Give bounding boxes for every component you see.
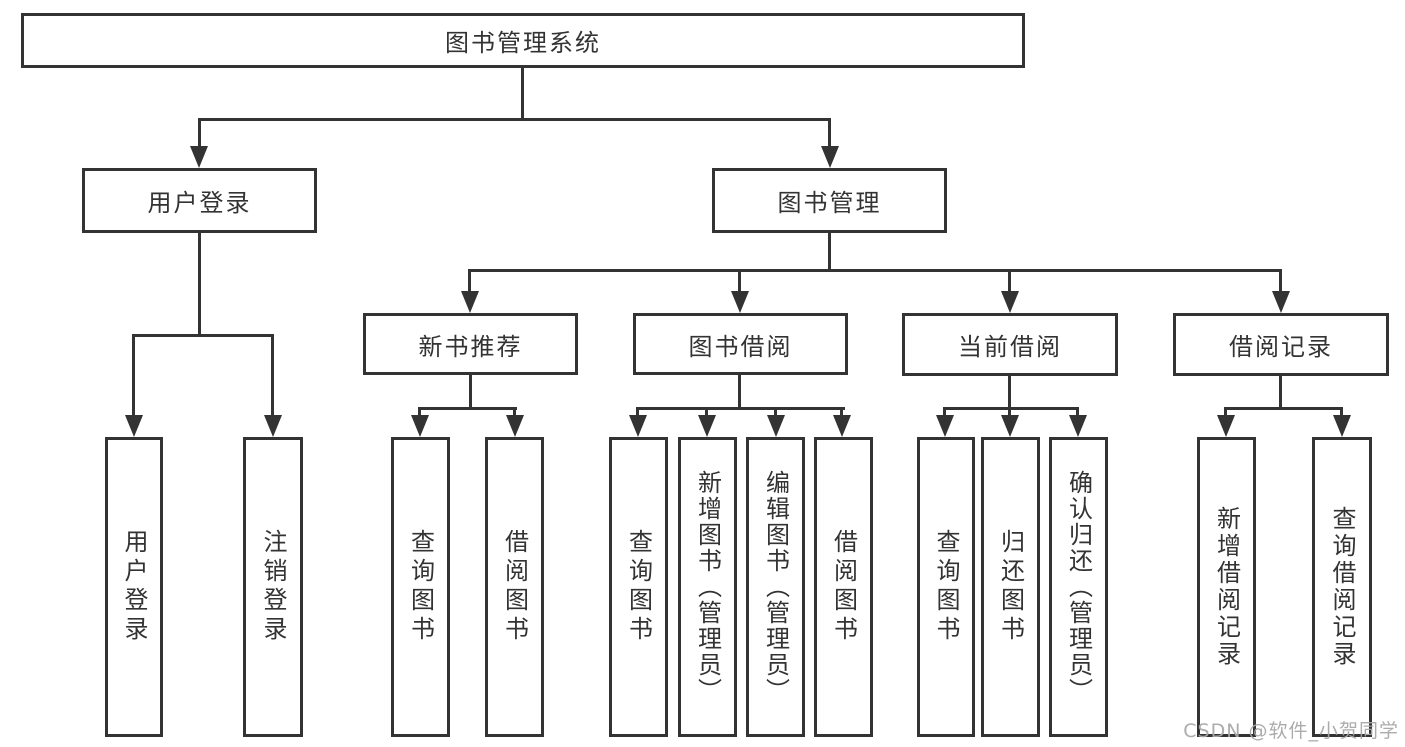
- edge-to-logout-line: [271, 334, 274, 418]
- node-bb-query-label: 查询图书: [624, 529, 653, 645]
- edge-root-to-book-mgmt-line: [828, 118, 831, 148]
- edge-to-login-line: [132, 334, 135, 418]
- node-book-mgmt: 图书管理: [712, 168, 947, 233]
- edge-borrow-record-branch-line: [1224, 407, 1343, 410]
- edge-book-borrow-stem-line: [738, 375, 741, 410]
- node-br-add-label: 新增借阅记录: [1212, 506, 1241, 668]
- node-cb-confirm-label: 确认归还（管理员）: [1064, 470, 1093, 704]
- edge-to-cb-return-line: [1008, 407, 1011, 419]
- edge-to-bb-edit-line: [774, 407, 777, 419]
- node-cb-confirm: 确认归还（管理员）: [1049, 437, 1108, 737]
- arrowhead-to-bb-borrow-icon: [833, 415, 851, 437]
- edge-user-login-branch-line: [132, 334, 274, 337]
- edge-to-rec-borrow-line: [513, 407, 516, 419]
- node-book-mgmt-label: 图书管理: [777, 189, 882, 217]
- edge-user-login-stem-line: [198, 233, 201, 337]
- edge-to-bb-query-line: [636, 407, 639, 419]
- edge-book-mgmt-stem-line: [828, 233, 831, 272]
- node-br-query: 查询借阅记录: [1312, 437, 1372, 737]
- arrowhead-to-br-query-icon: [1333, 415, 1351, 437]
- edge-to-rec-query-line: [418, 407, 421, 419]
- edge-root-stem-line: [521, 68, 524, 121]
- node-bb-edit: 编辑图书（管理员）: [746, 437, 805, 737]
- node-login-label: 用户登录: [120, 529, 148, 645]
- node-rec-query-label: 查询图书: [406, 529, 435, 645]
- arrowhead-to-logout-icon: [264, 415, 282, 437]
- edge-new-book-rec-branch-line: [418, 407, 517, 410]
- node-new-book-rec-label: 新书推荐: [418, 332, 523, 361]
- edge-to-cb-query-line: [943, 407, 946, 419]
- node-root: 图书管理系统: [21, 13, 1025, 68]
- arrowhead-to-cb-confirm-icon: [1069, 415, 1087, 437]
- node-rec-query: 查询图书: [391, 437, 450, 737]
- arrowhead-to-br-add-icon: [1217, 415, 1235, 437]
- node-bb-add-label: 新增图书（管理员）: [693, 470, 722, 704]
- edge-root-to-user-login-line: [198, 118, 201, 148]
- edge-to-bb-borrow-line: [840, 407, 843, 419]
- node-new-book-rec: 新书推荐: [363, 313, 578, 375]
- edge-book-mgmt-branch-line: [468, 269, 1282, 272]
- node-current-borrow-label: 当前借阅: [958, 333, 1062, 361]
- node-bb-add: 新增图书（管理员）: [678, 437, 737, 737]
- node-bb-borrow-label: 借阅图书: [829, 529, 858, 645]
- node-cb-return: 归还图书: [981, 437, 1040, 737]
- node-cb-return-label: 归还图书: [996, 529, 1025, 645]
- node-book-borrow-label: 图书借阅: [688, 332, 793, 361]
- arrowhead-to-bb-query-icon: [629, 415, 647, 437]
- node-br-query-label: 查询借阅记录: [1328, 506, 1356, 668]
- edge-current-borrow-stem-line: [1008, 375, 1011, 410]
- csdn-watermark: CSDN @软件_小贺同学: [1183, 720, 1399, 742]
- node-borrow-record-label: 借阅记录: [1229, 333, 1333, 361]
- node-rec-borrow: 借阅图书: [485, 437, 544, 737]
- edge-current-borrow-branch-line: [943, 407, 1079, 410]
- node-bb-query: 查询图书: [609, 437, 668, 737]
- arrowhead-to-cb-return-icon: [1001, 415, 1019, 437]
- edge-to-book-borrow-line: [738, 269, 741, 295]
- edge-borrow-record-stem-line: [1279, 375, 1282, 410]
- node-cb-query: 查询图书: [917, 437, 975, 737]
- arrowhead-to-new-book-rec-icon: [461, 291, 479, 313]
- arrowhead-to-user-login-icon: [190, 146, 208, 168]
- arrowhead-to-book-mgmt-icon: [821, 146, 839, 168]
- edge-to-bb-add-line: [705, 407, 708, 419]
- node-current-borrow: 当前借阅: [902, 313, 1118, 376]
- node-logout-label: 注销登录: [259, 529, 287, 645]
- edge-book-borrow-branch-line: [636, 407, 845, 410]
- node-root-label: 图书管理系统: [445, 29, 601, 57]
- edge-to-new-book-rec-line: [468, 269, 471, 295]
- edge-to-br-add-line: [1224, 407, 1227, 419]
- node-user-login: 用户登录: [82, 168, 317, 233]
- node-rec-borrow-label: 借阅图书: [500, 529, 529, 645]
- edge-to-br-query-line: [1340, 407, 1343, 419]
- node-login: 用户登录: [105, 437, 163, 737]
- arrowhead-to-current-borrow-icon: [1001, 291, 1019, 313]
- edge-to-cb-confirm-line: [1076, 407, 1079, 419]
- node-cb-query-label: 查询图书: [932, 529, 960, 645]
- arrowhead-to-rec-query-icon: [411, 415, 429, 437]
- node-bb-edit-label: 编辑图书（管理员）: [761, 470, 790, 704]
- node-book-borrow: 图书借阅: [633, 313, 848, 375]
- arrowhead-to-rec-borrow-icon: [506, 415, 524, 437]
- node-user-login-label: 用户登录: [147, 189, 252, 217]
- arrowhead-to-borrow-record-icon: [1272, 291, 1290, 313]
- arrowhead-to-cb-query-icon: [936, 415, 954, 437]
- node-bb-borrow: 借阅图书: [814, 437, 873, 737]
- node-borrow-record: 借阅记录: [1173, 313, 1389, 376]
- edge-new-book-rec-stem-line: [469, 375, 472, 410]
- node-logout: 注销登录: [243, 437, 303, 737]
- arrowhead-to-bb-add-icon: [698, 415, 716, 437]
- edge-to-borrow-record-line: [1279, 269, 1282, 295]
- arrowhead-to-login-icon: [125, 415, 143, 437]
- arrowhead-to-bb-edit-icon: [767, 415, 785, 437]
- arrowhead-to-book-borrow-icon: [731, 291, 749, 313]
- edge-to-current-borrow-line: [1008, 269, 1011, 295]
- node-br-add: 新增借阅记录: [1197, 437, 1256, 737]
- edge-root-branch-line: [198, 118, 831, 121]
